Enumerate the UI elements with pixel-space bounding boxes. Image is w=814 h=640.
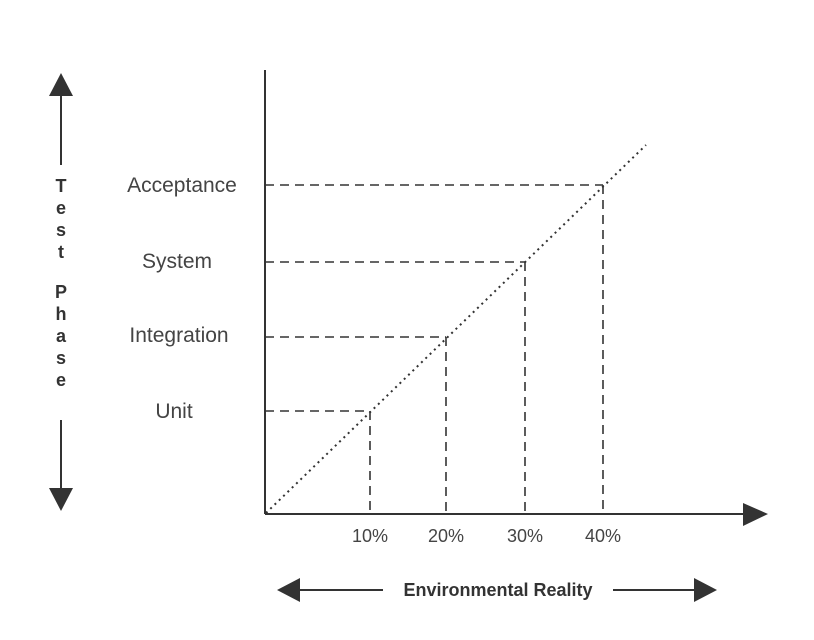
x-tick-20: 20% (428, 526, 464, 546)
y-title-letter: e (56, 198, 66, 218)
y-title-letter: P (55, 282, 67, 302)
x-axis-arrowhead (743, 503, 768, 526)
x-tick-labels: 10% 20% 30% 40% (352, 526, 621, 546)
up-arrow-icon (49, 73, 73, 96)
down-arrow-icon (49, 488, 73, 511)
y-title-letter: s (56, 348, 66, 368)
y-tick-system: System (142, 250, 212, 273)
y-title-letter: T (56, 176, 67, 196)
series-line (265, 144, 647, 514)
y-tick-acceptance: Acceptance (127, 174, 237, 197)
left-arrow-icon (277, 578, 300, 602)
x-tick-40: 40% (585, 526, 621, 546)
x-tick-30: 30% (507, 526, 543, 546)
y-tick-unit: Unit (155, 400, 193, 423)
x-tick-10: 10% (352, 526, 388, 546)
y-title-letter: h (56, 304, 67, 324)
y-tick-integration: Integration (129, 324, 228, 347)
guide-lines (265, 184, 604, 514)
y-title-letter: t (58, 242, 64, 262)
y-title-letter: a (56, 326, 67, 346)
x-axis-title: Environmental Reality (403, 580, 592, 600)
y-title-letter: e (56, 370, 66, 390)
x-axis-title-group: Environmental Reality (277, 578, 717, 602)
right-arrow-icon (694, 578, 717, 602)
y-title-letter: s (56, 220, 66, 240)
y-tick-labels: Acceptance System Integration Unit (127, 174, 237, 423)
